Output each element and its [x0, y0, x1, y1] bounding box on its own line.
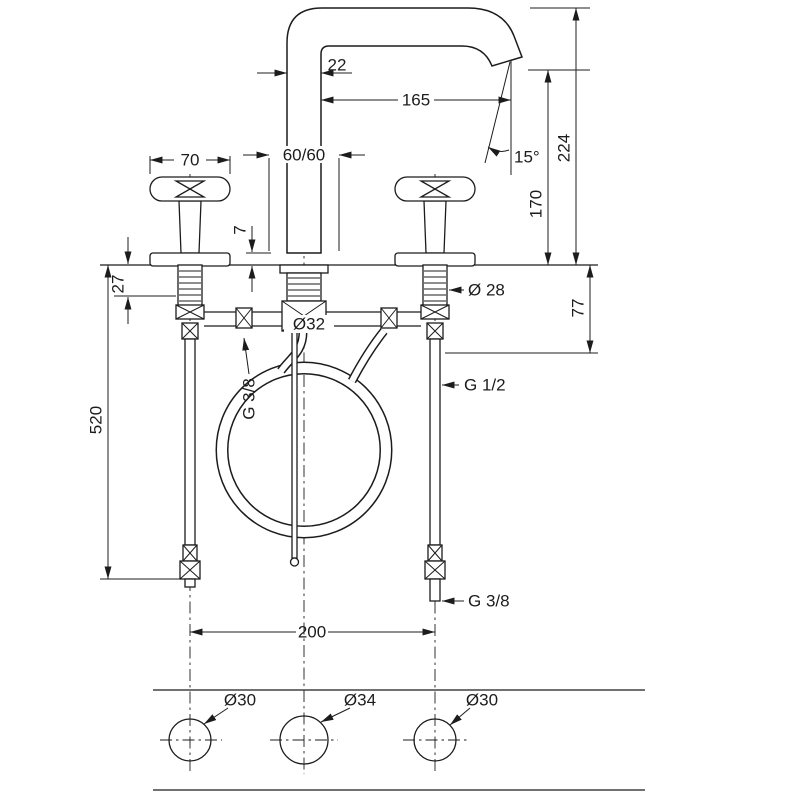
dim-supply-length-label: 520 [87, 406, 106, 434]
labels: 22 165 224 170 15° 70 60/60 7 27 Ø 28 Ø3… [87, 56, 588, 710]
hole-right-label: Ø30 [466, 691, 498, 710]
right-valve-body [326, 264, 450, 329]
dim-handle-width-label: 70 [181, 151, 200, 170]
hole-circle-center [279, 715, 329, 765]
pop-up-rod [289, 331, 300, 567]
thread-bottom-label: G 3/8 [468, 592, 510, 611]
spout [286, 7, 523, 254]
dim-shank-dia-label: Ø 28 [468, 281, 505, 300]
dim-spout-shank-dia-label: Ø32 [293, 315, 325, 334]
right-handle [394, 176, 476, 267]
right-supply-hose [424, 322, 446, 602]
extension-lines [100, 7, 598, 580]
hole-circle-left [168, 718, 212, 762]
hole-left-label: Ø30 [224, 691, 256, 710]
dim-spacing-label: 200 [298, 623, 326, 642]
dim-reach-label: 165 [402, 91, 430, 110]
left-supply-hose [179, 322, 201, 588]
left-handle [149, 176, 231, 267]
dim-below-deck-label: 77 [569, 299, 588, 318]
dim-escutcheon-height-label: 7 [231, 225, 250, 234]
dim-angle-label: 15° [514, 148, 540, 167]
dim-deck-offset-label: 27 [109, 275, 128, 294]
thread-valve-label: G 1/2 [464, 376, 506, 395]
dimension-lines [104, 8, 594, 726]
dim-total-height-label: 224 [555, 134, 574, 162]
hole-center-label: Ø34 [344, 691, 376, 710]
thread-mid-label: G 3/8 [240, 378, 259, 420]
left-valve-body [175, 264, 282, 329]
hole-circle-right [413, 718, 457, 762]
dim-outlet-height-label: 170 [527, 190, 546, 218]
dim-escutcheon-label: 60/60 [283, 146, 326, 165]
dim-spout-tube-label: 22 [328, 56, 347, 75]
plan-view [153, 689, 645, 791]
